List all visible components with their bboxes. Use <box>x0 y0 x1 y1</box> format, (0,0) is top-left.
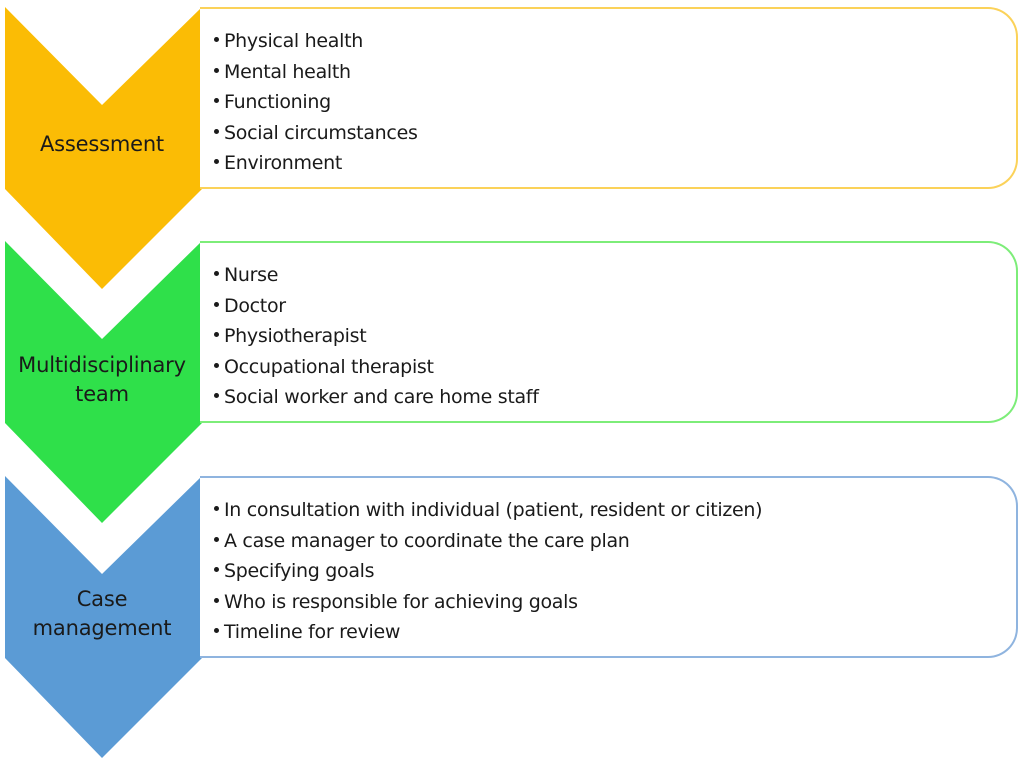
case-management-list: In consultation with individual (patient… <box>200 478 1016 648</box>
bullet-icon <box>214 271 219 276</box>
list-item: A case manager to coordinate the care pl… <box>214 526 1016 557</box>
bullet-icon <box>214 128 219 134</box>
bullet-icon <box>214 98 219 104</box>
bullet-icon <box>214 301 219 307</box>
chevron-case-management <box>5 476 202 758</box>
label-line: management <box>32 616 172 640</box>
bullet-icon <box>214 536 219 542</box>
chevron-multidisciplinary-team <box>5 241 202 523</box>
list-item: Physical health <box>214 26 1016 57</box>
case-management-label: Case management <box>0 585 204 643</box>
list-item: Doctor <box>214 291 1016 322</box>
label-line: Case <box>76 587 128 611</box>
assessment-label: Assessment <box>40 132 164 156</box>
bullet-icon <box>214 567 219 573</box>
list-item: Who is responsible for achieving goals <box>214 587 1016 618</box>
assessment-box: Physical health Mental health Functionin… <box>200 7 1018 189</box>
bullet-icon <box>214 67 219 73</box>
list-item: Timeline for review <box>214 617 1016 648</box>
list-item: Mental health <box>214 57 1016 88</box>
list-item: Specifying goals <box>214 556 1016 587</box>
list-item: Nurse <box>214 260 1016 291</box>
bullet-icon <box>214 332 219 338</box>
list-item: Social worker and care home staff <box>214 382 1016 413</box>
assessment-list: Physical health Mental health Functionin… <box>200 9 1016 179</box>
list-item: Social circumstances <box>214 118 1016 149</box>
multidisciplinary-team-box: Nurse Doctor Physiotherapist Occupationa… <box>200 241 1018 423</box>
list-item: Occupational therapist <box>214 352 1016 383</box>
chevron-assessment <box>5 7 202 289</box>
list-item: Physiotherapist <box>214 321 1016 352</box>
bullet-icon <box>214 506 219 511</box>
list-item: Functioning <box>214 87 1016 118</box>
multidisciplinary-team-label: Multidisciplinary team <box>0 351 204 409</box>
bullet-icon <box>214 597 219 603</box>
case-management-box: In consultation with individual (patient… <box>200 476 1018 658</box>
label-line: Multidisciplinary <box>18 353 186 377</box>
label-line: team <box>75 382 129 406</box>
bullet-icon <box>214 628 219 634</box>
list-item: In consultation with individual (patient… <box>214 495 1016 526</box>
bullet-icon <box>214 37 219 42</box>
bullet-icon <box>214 393 219 399</box>
bullet-icon <box>214 159 219 165</box>
bullet-icon <box>214 362 219 368</box>
multidisciplinary-team-list: Nurse Doctor Physiotherapist Occupationa… <box>200 243 1016 413</box>
list-item: Environment <box>214 148 1016 179</box>
